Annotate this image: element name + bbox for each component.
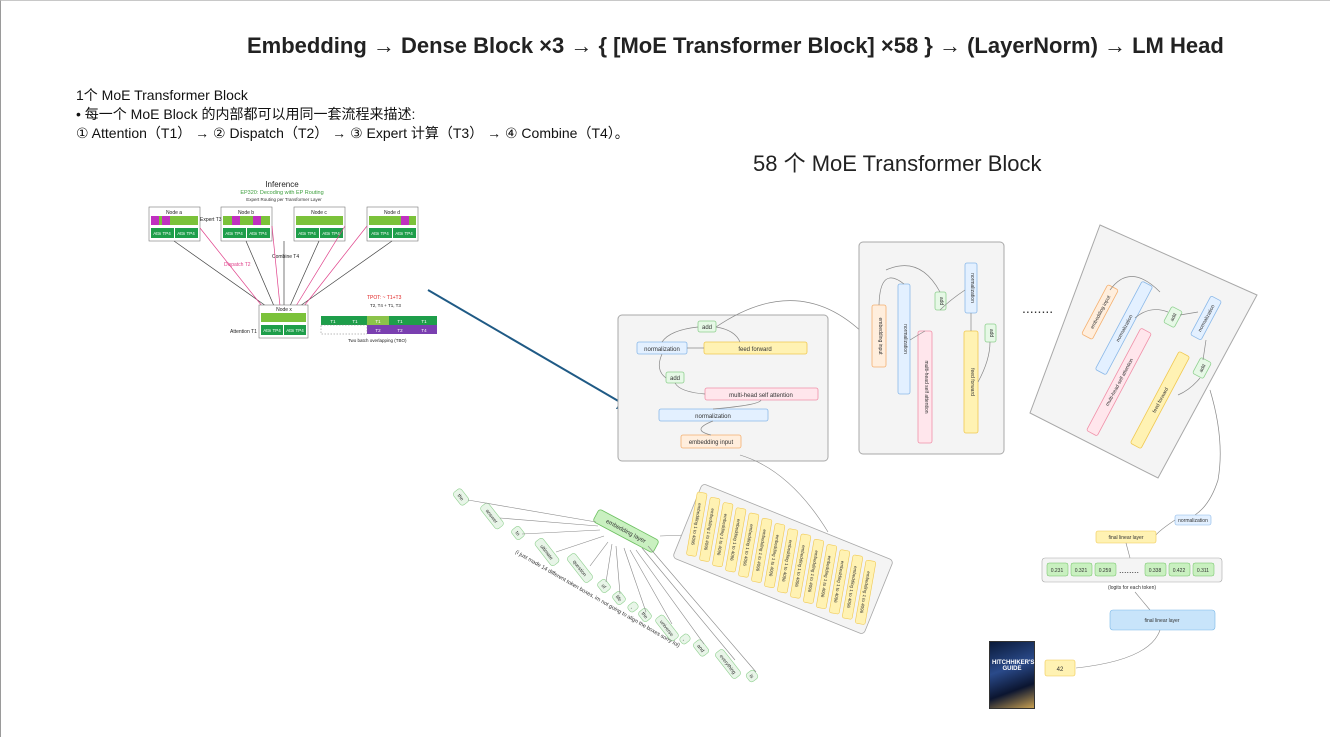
b1-add-top: add — [702, 325, 712, 331]
movie-poster-image: HITCHHIKER'S GUIDE — [989, 641, 1035, 709]
b1-normalization-top: normalization — [644, 347, 680, 353]
node-x: Node x Attn TP4 Attn TP4 — [258, 304, 309, 339]
logit-value: 0.311 — [1197, 568, 1209, 574]
tbo-cell: T1 — [330, 319, 336, 324]
tbo-cell: T1 — [375, 319, 381, 324]
output-section: normalization final linear layer 0.231 0… — [1041, 389, 1223, 677]
token-box: to — [514, 530, 521, 537]
b1-add-mid: add — [670, 376, 680, 382]
token-box: , — [681, 637, 687, 642]
block-count-subtitle: 58 个 MoE Transformer Block — [753, 151, 1042, 176]
node-c-cell-2: Attn TP4 — [322, 231, 340, 236]
node-d-label: Node d — [384, 210, 400, 216]
transformer-block-2: embedding input normalization multi-head… — [858, 241, 1005, 455]
expert-label: Expert T3 — [200, 217, 222, 223]
b2-normalization-a: normalization — [902, 324, 908, 354]
answer-box: 42 — [1057, 667, 1064, 673]
node-a-cell-1: Attn TP4 — [153, 231, 171, 236]
b1-embedding-input: embedding input — [689, 440, 734, 446]
token-section: the answer to ultimate question of life … — [453, 454, 893, 683]
tpot-sub-label: T2, T4 + T1, T3 — [370, 303, 401, 308]
logits-dots: ........ — [1119, 565, 1139, 575]
b1-normalization-bottom: normalization — [695, 414, 731, 420]
b3-add-b: add — [1198, 363, 1207, 373]
b2-feed-forward: feed forward — [969, 368, 975, 396]
combine-label: Combine T4 — [272, 254, 299, 260]
node-d-cell-1: Attn TP4 — [371, 231, 389, 236]
node-b-cell-1: Attn TP4 — [225, 231, 243, 236]
token-box: is — [748, 673, 755, 680]
logit-value: 0.422 — [1173, 568, 1186, 574]
token-box: , — [629, 605, 635, 610]
node-a-cell-2: Attn TP4 — [177, 231, 195, 236]
node-c: Node c Attn TP4 Attn TP4 — [293, 206, 346, 242]
tbo-cell: T1 — [397, 319, 403, 324]
routing-lines — [173, 225, 393, 307]
node-d-cell-2: Attn TP4 — [395, 231, 413, 236]
token-box: of — [600, 583, 608, 590]
node-a: Node a Attn TP4 Attn TP4 — [148, 206, 201, 242]
node-a-label: Node a — [166, 210, 182, 216]
out-final-linear-small: final linear layer — [1108, 535, 1143, 541]
node-b-cell-2: Attn TP4 — [249, 231, 267, 236]
node-c-label: Node c — [311, 210, 327, 216]
token-box: and — [695, 643, 705, 653]
node-c-cell-1: Attn TP4 — [298, 231, 316, 236]
logits-caption: (logits for each token) — [1108, 585, 1156, 591]
b2-normalization-b: normalization — [969, 273, 975, 303]
b1-feed-forward: feed forward — [738, 347, 771, 353]
node-b-label: Node b — [238, 210, 254, 216]
tbo-cell: T1 — [421, 319, 427, 324]
embedding-vector-panel: embedding 1 to 4096 embedding 1 to 4096 … — [673, 484, 893, 634]
node-x-cell-1: Attn TP4 — [263, 328, 281, 333]
page-title: Embedding → Dense Block ×3 → { [MoE Tran… — [247, 33, 1224, 58]
b2-embedding-input: embedding input — [877, 318, 883, 356]
logit-value: 0.259 — [1099, 568, 1112, 574]
node-x-cell-2: Attn TP4 — [286, 328, 304, 333]
blocks-ellipsis: ........ — [1022, 300, 1053, 316]
b2-add-b: add — [988, 329, 994, 338]
tbo-cell: T2 — [375, 328, 381, 333]
tbo-caption: Two batch overlapping (TBO) — [348, 338, 407, 343]
logit-value: 0.321 — [1075, 568, 1088, 574]
out-final-linear-big: final linear layer — [1144, 618, 1179, 624]
transformer-block-3: embedding input normalization multi-head… — [1029, 224, 1258, 479]
note-line-3: ① Attention（T1） → ② Dispatch（T2） → ③ Exp… — [76, 125, 629, 141]
pointer-arrow — [427, 289, 634, 411]
tbo-cell: T1 — [352, 319, 358, 324]
attention-label: Attention T1 — [230, 329, 257, 335]
b2-add-a: add — [938, 297, 944, 306]
dispatch-label: Dispatch T2 — [224, 262, 251, 268]
inference-caption: Expert Routing per Transformer Layer — [246, 197, 322, 202]
inference-figure: Inference EP320: Decoding with EP Routin… — [148, 180, 437, 343]
b2-mhsa: multi-head self attention — [923, 360, 929, 413]
b3-add-a: add — [1169, 312, 1178, 322]
node-b: Node b Attn TP4 Attn TP4 — [220, 206, 273, 242]
node-d: Node d Attn TP4 Attn TP4 — [366, 206, 419, 242]
tpot-label: TPOT: ~ T1+T3 — [367, 295, 402, 301]
note-line-1: 1个 MoE Transformer Block — [76, 87, 248, 103]
inference-subtitle: EP320: Decoding with EP Routing — [240, 190, 323, 196]
token-box: life — [614, 594, 623, 603]
logit-value: 0.338 — [1149, 568, 1162, 574]
out-normalization: normalization — [1178, 518, 1208, 524]
logit-value: 0.231 — [1051, 568, 1064, 574]
transformer-block-1: add normalization feed forward add multi… — [617, 300, 867, 462]
token-box: the — [456, 493, 465, 502]
b1-mhsa: multi-head self attention — [729, 393, 793, 399]
tbo-cell: T4 — [421, 328, 427, 333]
inference-title: Inference — [265, 180, 299, 189]
notes-block: 1个 MoE Transformer Block • 每一个 MoE Block… — [76, 86, 629, 143]
token-box: the — [640, 611, 649, 620]
poster-text: HITCHHIKER'S GUIDE — [992, 660, 1035, 672]
tbo-cell: T2 — [397, 328, 403, 333]
node-x-label: Node x — [276, 307, 292, 313]
tbo-timeline: T1 T1 T1 T1 T1 T2 T2 T4 — [320, 316, 437, 335]
note-line-2: • 每一个 MoE Block 的内部都可以用同一套流程来描述: — [76, 106, 416, 122]
